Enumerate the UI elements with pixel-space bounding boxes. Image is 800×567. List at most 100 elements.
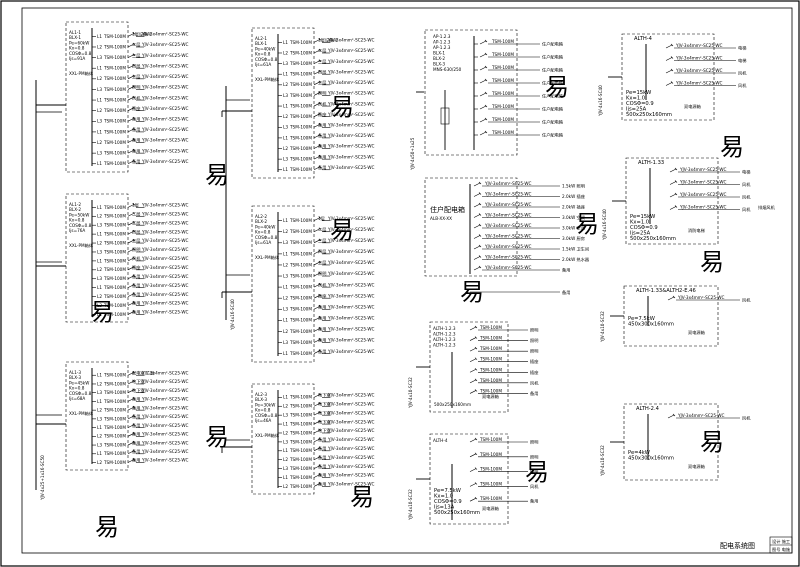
left-3-breaker-label: TSM-100M bbox=[103, 442, 126, 447]
center-top-load-label: 住户配电箱 bbox=[542, 67, 563, 74]
left-2-panel: AL1-2BLX-2Pe=50kWKx=0.8COSΦ=0.8Ijs=76AXX… bbox=[35, 193, 188, 323]
right-3-cable: YJV-3x4mm²-SC25-WC bbox=[677, 295, 724, 300]
left-1-phase-label: L3 bbox=[97, 119, 102, 124]
center-top-breaker-label: TSM-100M bbox=[491, 130, 514, 135]
left-2-param: COSΦ=0.8 bbox=[69, 223, 92, 228]
left-1-load-label: 1层设备间 bbox=[132, 31, 151, 38]
left-3-load-label: 备用 bbox=[132, 439, 140, 446]
right-1-cable: YJV-3x4mm²-SC25-WC bbox=[675, 81, 722, 86]
center-top-load-label: 住户配电箱 bbox=[542, 132, 563, 139]
left-3-breaker-label: TSM-100M bbox=[103, 381, 126, 386]
left-3-panel: AL1-3BLX-3Pe=45kWKx=0.8COSΦ=0.8Ijs=68AXX… bbox=[35, 361, 188, 471]
left-3-breaker-label: TSM-100M bbox=[103, 408, 126, 413]
center-small-2-load: 照明 bbox=[530, 440, 538, 446]
mid-1-load-label: 备用 bbox=[318, 143, 326, 150]
mid-1-size: XXL-PM箱体 bbox=[255, 76, 280, 83]
watermark-glyph: 易 bbox=[720, 133, 744, 161]
breaker-symbol bbox=[667, 295, 676, 301]
left-2-phase-label: L3 bbox=[97, 303, 102, 308]
mid-3-cable-label: YJV-3x4mm²-SC25-WC bbox=[327, 473, 374, 478]
center-small-2-breaker-label: TSM-100M bbox=[479, 467, 502, 472]
mid-1-phase-label: L1 bbox=[283, 103, 288, 108]
left-3-load-label: 备用 bbox=[132, 457, 140, 464]
left-2-cable-label: YJV-3x4mm²-SC25-WC bbox=[141, 310, 188, 315]
mid-2-load-label: 四层 bbox=[318, 249, 326, 255]
mid-1-cable-label: YJV-3x4mm²-SC25-WC bbox=[327, 80, 374, 85]
right-3-feeder-label: YJV-4x10-SC32 bbox=[600, 311, 605, 343]
mid-1-load-label: 备用 bbox=[318, 121, 326, 128]
right-3-load: 风机 bbox=[742, 297, 751, 304]
mid-3-panel: AL2-3BLX-3Pe=30kWKx=0.8COSΦ=0.8Ijs=46AXX… bbox=[221, 383, 374, 495]
center-resident-spare: 备用 bbox=[562, 289, 570, 296]
left-1-cable-label: YJV-3x4mm²-SC25-WC bbox=[141, 138, 188, 143]
left-2-cable-label: YJV-3x4mm²-SC25-WC bbox=[141, 292, 188, 297]
left-1-breaker-label: TSM-100M bbox=[103, 129, 126, 134]
right-4-spec: Pe=4kW bbox=[628, 450, 650, 456]
mid-2-phase-label: L3 bbox=[283, 340, 288, 345]
left-2-phase-label: L1 bbox=[97, 312, 102, 317]
mid-1-breaker-label: TSM-100M bbox=[289, 167, 312, 172]
center-top-breaker-label: TSM-100M bbox=[491, 91, 514, 96]
breaker-symbol bbox=[313, 144, 322, 149]
mid-1-load-label: 五层 bbox=[318, 80, 326, 86]
watermark-glyph: 易 bbox=[700, 248, 724, 276]
left-1-panel-box bbox=[65, 21, 129, 173]
left-2-phase-label: L3 bbox=[97, 249, 102, 254]
mid-1-phase-label: L3 bbox=[283, 93, 288, 98]
mid-1-load-label: 备用 bbox=[318, 153, 326, 160]
mid-1-phase-label: L2 bbox=[283, 114, 288, 119]
mid-3-phase-label: L1 bbox=[283, 395, 288, 400]
mid-3-phase-label: L2 bbox=[283, 457, 288, 462]
breaker-symbol bbox=[473, 234, 482, 239]
breaker-symbol bbox=[127, 256, 136, 262]
left-3-breaker-label: TSM-100M bbox=[103, 416, 126, 421]
center-small-1-load: 照明 bbox=[530, 328, 538, 334]
mid-1-breaker-label: TSM-100M bbox=[289, 61, 312, 66]
left-3-phase-label: L2 bbox=[97, 381, 102, 386]
left-2-phase-label: L3 bbox=[97, 223, 102, 228]
mid-1-phase-label: L2 bbox=[283, 146, 288, 151]
breaker-symbol bbox=[127, 85, 136, 90]
left-2-size: XXL-PM箱体 bbox=[69, 242, 94, 249]
breaker-symbol bbox=[473, 192, 482, 197]
left-1-cable-label: YJV-3x4mm²-SC25-WC bbox=[141, 106, 188, 111]
watermark-glyph: 易 bbox=[90, 298, 114, 326]
center-small-1-param: ALTH-1.2.3 bbox=[433, 332, 456, 337]
mid-1-cable-label: YJV-3x4mm²-SC25-WC bbox=[327, 69, 374, 74]
left-1-cable-label: YJV-3x4mm²-SC25-WC bbox=[141, 42, 188, 47]
mid-1-load-label: 插座 bbox=[318, 111, 326, 118]
mid-3-load-label: 地下室 bbox=[318, 427, 331, 434]
left-3-phase-label: L2 bbox=[97, 408, 102, 413]
left-2-phase-label: L1 bbox=[97, 232, 102, 237]
breaker-symbol bbox=[313, 48, 322, 54]
breaker-symbol bbox=[313, 464, 322, 469]
center-top-breaker-label: TSM-100M bbox=[491, 39, 514, 44]
mid-3-phase-label: L3 bbox=[283, 439, 288, 444]
breaker-symbol bbox=[473, 255, 482, 260]
breaker-symbol bbox=[313, 410, 322, 416]
left-3-cable-label: YJV-3x4mm²-SC25-WC bbox=[141, 458, 188, 463]
center-small-1-breaker-label: TSM-100M bbox=[479, 346, 502, 351]
right-1-spec: 500x250x160mm bbox=[626, 112, 672, 118]
center-resident-cable: YJV-3x4mm²-SC25-WC bbox=[484, 213, 531, 218]
breaker-symbol bbox=[469, 336, 478, 341]
left-2-breaker-label: TSM-100M bbox=[103, 285, 126, 290]
center-small-2-note: 双电源箱 bbox=[482, 505, 499, 512]
left-2-param: Kx=0.8 bbox=[69, 218, 85, 223]
breaker-symbol bbox=[313, 271, 322, 277]
right-1-cable: YJV-3x4mm²-SC25-WC bbox=[675, 43, 722, 48]
left-1-breaker-label: TSM-100M bbox=[103, 108, 126, 113]
right-2-note: 消防电梯 bbox=[688, 227, 705, 234]
mid-3-phase-label: L2 bbox=[283, 484, 288, 489]
breaker-symbol bbox=[473, 223, 482, 229]
center-top-param: BLX-1 bbox=[433, 51, 445, 56]
right-3-spec: 450x300x160mm bbox=[628, 322, 674, 328]
mid-2-panel-box bbox=[251, 205, 315, 363]
mid-2-cable-label: YJV-3x4mm²-SC25-WC bbox=[327, 304, 374, 309]
mid-1-param: Ijs=61A bbox=[255, 62, 271, 67]
left-1-load-label: 备用 bbox=[132, 137, 140, 144]
left-3-load-label: 配电室 二层 bbox=[132, 369, 154, 376]
left-2-cable-label: YJV-3x4mm²-SC25-WC bbox=[141, 256, 188, 261]
